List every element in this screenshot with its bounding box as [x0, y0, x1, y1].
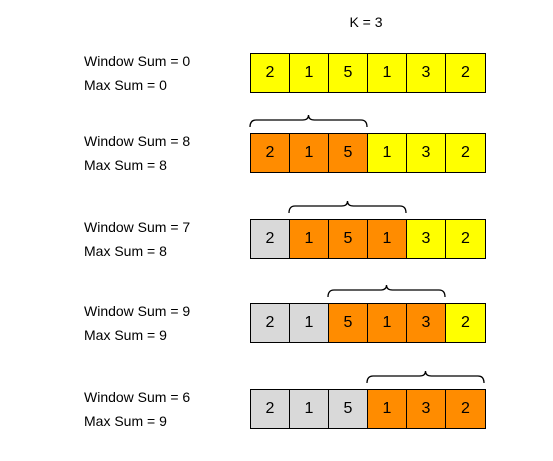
array-cell-unvisited: 2	[446, 304, 485, 342]
array-cell-window: 1	[368, 220, 407, 258]
window-sum-label: Window Sum = 9	[84, 303, 191, 319]
array-cell-unvisited: 2	[446, 220, 485, 258]
window-brace	[249, 114, 368, 128]
window-size-label: K = 3	[349, 14, 383, 30]
window-sum-label: Window Sum = 6	[84, 389, 191, 405]
max-sum-label: Max Sum = 8	[84, 157, 167, 173]
array-cell-window: 2	[251, 134, 290, 172]
array-cell-unvisited: 3	[407, 54, 446, 92]
array-cell-passed: 2	[251, 304, 290, 342]
array-cell-window: 3	[407, 304, 446, 342]
array-cell-passed: 5	[329, 390, 368, 428]
array-cell-window: 1	[290, 220, 329, 258]
array-cell-window: 1	[368, 390, 407, 428]
array-cell-unvisited: 5	[329, 54, 368, 92]
window-sum-label: Window Sum = 0	[84, 53, 191, 69]
array-cell-passed: 1	[290, 304, 329, 342]
window-brace	[366, 370, 485, 384]
array-cell-unvisited: 2	[251, 54, 290, 92]
array-cell-window: 5	[329, 134, 368, 172]
window-brace-path	[327, 284, 446, 298]
array-cell-unvisited: 1	[368, 134, 407, 172]
max-sum-label: Max Sum = 9	[84, 327, 167, 343]
max-sum-label: Max Sum = 8	[84, 243, 167, 259]
array-cell-window: 1	[290, 134, 329, 172]
array-cell-window: 3	[407, 390, 446, 428]
array-cell-unvisited: 1	[290, 54, 329, 92]
window-brace-path	[249, 114, 368, 128]
window-brace-path	[288, 200, 407, 214]
array-cell-unvisited: 3	[407, 134, 446, 172]
window-brace	[288, 200, 407, 214]
array-cell-unvisited: 2	[446, 134, 485, 172]
array-cell-unvisited: 3	[407, 220, 446, 258]
array-cell-unvisited: 2	[446, 54, 485, 92]
array-cell-window: 1	[368, 304, 407, 342]
array-cell-unvisited: 1	[368, 54, 407, 92]
array-cell-window: 2	[446, 390, 485, 428]
window-brace-path	[366, 370, 485, 384]
array-cell-window: 5	[329, 220, 368, 258]
array-cell-passed: 2	[251, 390, 290, 428]
array-cell-passed: 1	[290, 390, 329, 428]
window-sum-label: Window Sum = 7	[84, 219, 191, 235]
array-cell-passed: 2	[251, 220, 290, 258]
max-sum-label: Max Sum = 0	[84, 77, 167, 93]
max-sum-label: Max Sum = 9	[84, 413, 167, 429]
window-brace	[327, 284, 446, 298]
array-cell-window: 5	[329, 304, 368, 342]
window-sum-label: Window Sum = 8	[84, 133, 191, 149]
